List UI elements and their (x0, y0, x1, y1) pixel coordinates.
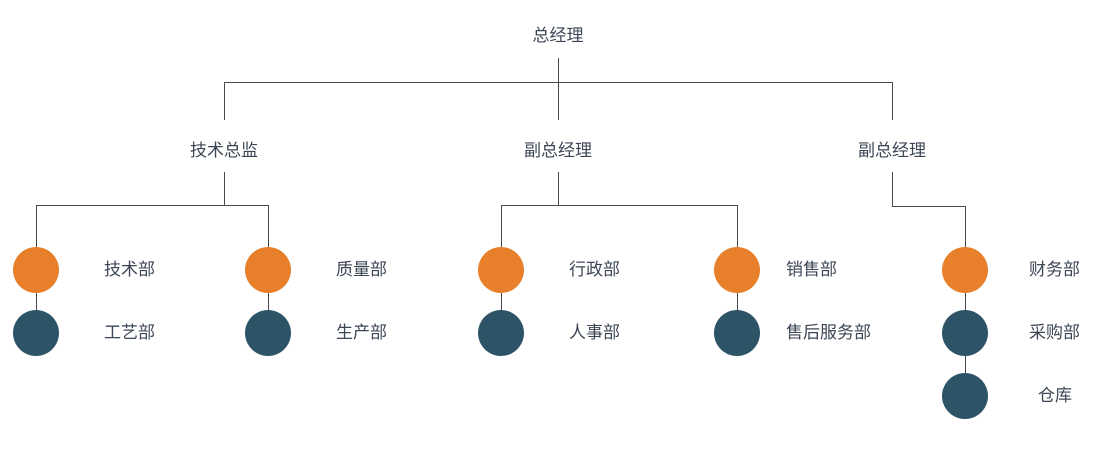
dept-circle-procurement[interactable] (942, 310, 988, 356)
dept-circle-after-sales-service[interactable] (714, 310, 760, 356)
connector-stem-col3 (501, 291, 502, 312)
connector-root-drop (558, 58, 559, 82)
connector-level2-drop-center (558, 82, 559, 120)
connector-stem-col2 (268, 291, 269, 312)
connector-tech-director-bus (36, 205, 269, 206)
dept-circle-human-resources[interactable] (478, 310, 524, 356)
connector-tech-branch-col1 (36, 205, 37, 248)
connector-deputy2-drop (892, 172, 893, 206)
dept-circle-process[interactable] (13, 310, 59, 356)
dept-circle-technology[interactable] (13, 247, 59, 293)
dept-label-finance[interactable]: 财务部 (1029, 260, 1080, 279)
connector-stem-col5-b (965, 354, 966, 375)
dept-label-process[interactable]: 工艺部 (104, 323, 155, 342)
dept-circle-finance[interactable] (942, 247, 988, 293)
connector-tech-director-drop (224, 172, 225, 205)
dept-label-human-resources[interactable]: 人事部 (569, 323, 620, 342)
dept-circle-sales[interactable] (714, 247, 760, 293)
node-deputy-general-manager-1[interactable]: 副总经理 (524, 141, 592, 160)
dept-circle-administration[interactable] (478, 247, 524, 293)
connector-stem-col5-a (965, 291, 966, 312)
dept-circle-quality[interactable] (245, 247, 291, 293)
dept-label-after-sales-service[interactable]: 售后服务部 (786, 323, 871, 342)
connector-level2-drop-right (892, 82, 893, 120)
node-general-manager[interactable]: 总经理 (532, 26, 584, 45)
connector-stem-col1 (36, 291, 37, 312)
connector-deputy1-branch-col3 (501, 205, 502, 248)
dept-label-quality[interactable]: 质量部 (336, 260, 387, 279)
connector-deputy2-bus (892, 206, 966, 207)
dept-label-production[interactable]: 生产部 (336, 323, 387, 342)
dept-circle-warehouse[interactable] (942, 373, 988, 419)
connector-deputy1-bus (501, 205, 738, 206)
dept-label-technology[interactable]: 技术部 (104, 260, 155, 279)
node-technical-director[interactable]: 技术总监 (190, 141, 258, 160)
dept-label-warehouse[interactable]: 仓库 (1038, 386, 1072, 405)
dept-label-administration[interactable]: 行政部 (569, 260, 620, 279)
connector-stem-col4 (737, 291, 738, 312)
connector-deputy2-branch-col5 (965, 206, 966, 248)
connector-deputy1-drop (558, 172, 559, 205)
connector-deputy1-branch-col4 (737, 205, 738, 248)
node-deputy-general-manager-2[interactable]: 副总经理 (858, 141, 926, 160)
connector-level2-drop-left (224, 82, 225, 120)
connector-tech-branch-col2 (268, 205, 269, 248)
dept-circle-production[interactable] (245, 310, 291, 356)
dept-label-procurement[interactable]: 采购部 (1029, 323, 1080, 342)
dept-label-sales[interactable]: 销售部 (786, 260, 837, 279)
